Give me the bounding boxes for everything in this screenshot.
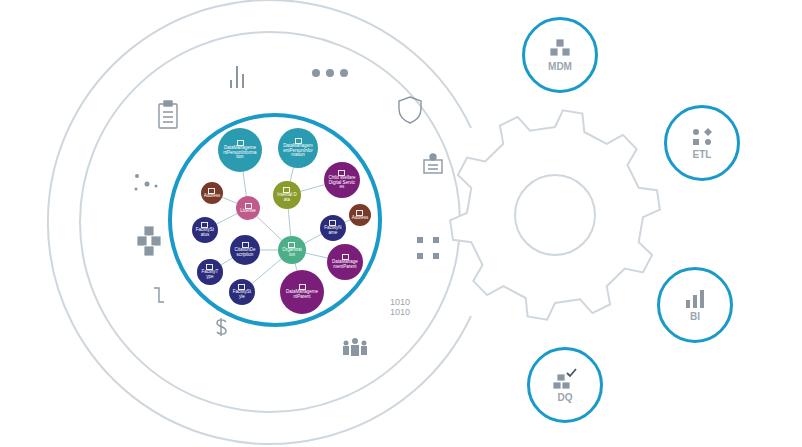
relation-stroke bbox=[290, 167, 293, 181]
entity-name: DataManagementParent bbox=[285, 290, 319, 300]
tool-circle: BI bbox=[657, 267, 733, 343]
entity-circle: License bbox=[236, 196, 260, 220]
bars-icon bbox=[231, 66, 243, 88]
entity-name: DataManagementParent bbox=[331, 260, 359, 270]
entity-name: Organization bbox=[282, 248, 302, 258]
entity-circle: Child Welfare Digital Services bbox=[324, 162, 361, 199]
relation-line bbox=[252, 259, 281, 284]
tool-icon bbox=[684, 289, 706, 309]
entity-circle: CitationDescription bbox=[230, 235, 260, 265]
entity-name: Address bbox=[203, 194, 220, 199]
relation-stroke bbox=[305, 253, 327, 258]
entity-circle: Address bbox=[349, 204, 371, 226]
entity-name: DataManagementPersonInformation bbox=[223, 146, 257, 161]
relation-line bbox=[288, 209, 291, 237]
relation-line bbox=[243, 172, 246, 196]
entity-circle: Internal Data bbox=[273, 181, 301, 209]
people-icon bbox=[343, 338, 367, 356]
tool-circle: DQ bbox=[527, 347, 603, 423]
relation-line bbox=[300, 185, 324, 192]
entity-circle: FacilityStyle bbox=[229, 279, 256, 306]
clipboard-icon bbox=[159, 101, 177, 128]
relation-line bbox=[260, 249, 278, 250]
entity-circle: DataManagementParent bbox=[327, 244, 363, 280]
relation-line bbox=[222, 197, 237, 203]
entity-circle: FacilityType bbox=[197, 259, 222, 284]
relation-line bbox=[217, 213, 237, 223]
gear-outline bbox=[450, 110, 660, 319]
entity-name: FacilityStatus bbox=[195, 228, 214, 238]
entity-circle: Organization bbox=[278, 236, 306, 264]
tool-name: ETL bbox=[693, 149, 712, 160]
shield-icon bbox=[399, 97, 421, 123]
entity-circle: FacilityName bbox=[320, 215, 347, 242]
entity-name: CitationDescription bbox=[234, 248, 257, 258]
relation-stroke bbox=[221, 258, 233, 265]
entity-name: FacilityStyle bbox=[232, 290, 251, 300]
squares-icon bbox=[417, 237, 439, 259]
tool-name: MDM bbox=[548, 61, 572, 72]
tool-circle: MDM bbox=[522, 17, 598, 93]
tool-name: DQ bbox=[558, 392, 573, 403]
scatter-icon bbox=[135, 174, 158, 191]
relation-stroke bbox=[288, 209, 291, 237]
entity-name: Internal Data bbox=[277, 193, 297, 203]
tool-icon bbox=[691, 127, 713, 147]
relation-stroke bbox=[260, 249, 278, 250]
relation-line bbox=[221, 258, 233, 265]
entity-name: Child Welfare Digital Services bbox=[328, 176, 356, 191]
certificate-icon bbox=[424, 154, 442, 173]
entity-name: DataManagementPersonInformation bbox=[283, 144, 314, 159]
tool-circle: ETL bbox=[664, 105, 740, 181]
entity-circle: DataManagementPersonInformation bbox=[278, 128, 318, 168]
entity-circle: Address bbox=[201, 182, 223, 204]
relation-line bbox=[304, 234, 321, 243]
relation-stroke bbox=[257, 216, 282, 240]
cubes-icon bbox=[137, 226, 161, 256]
relation-stroke bbox=[222, 197, 237, 203]
graph-circle bbox=[170, 115, 380, 325]
relation-line bbox=[345, 220, 350, 222]
entity-circle: DataManagementPersonInformation bbox=[218, 128, 262, 172]
relation-line bbox=[257, 216, 282, 240]
entity-circle: FacilityStatus bbox=[192, 217, 219, 244]
relation-stroke bbox=[243, 172, 246, 196]
inner-ring bbox=[80, 32, 460, 412]
ring-icons bbox=[135, 66, 443, 356]
outer-ring bbox=[48, 0, 471, 444]
dollar-icon bbox=[217, 318, 226, 336]
entity-circle: DataManagementParent bbox=[280, 270, 324, 314]
relation-line bbox=[290, 167, 293, 181]
relation-stroke bbox=[217, 213, 237, 223]
gear bbox=[450, 110, 660, 319]
entity-name: License bbox=[239, 209, 258, 214]
binary-label: 1010 1010 bbox=[390, 297, 414, 318]
relation-stroke bbox=[252, 259, 281, 284]
entity-name: Address bbox=[351, 216, 368, 221]
relation-stroke bbox=[300, 185, 324, 192]
relation-stroke bbox=[304, 234, 321, 243]
relation-stroke bbox=[345, 220, 350, 222]
relation-line bbox=[305, 253, 327, 258]
entity-name: FacilityType bbox=[201, 270, 218, 280]
gear-hole bbox=[515, 175, 595, 255]
dots-icon bbox=[312, 69, 348, 77]
tool-name: BI bbox=[690, 311, 700, 322]
entity-name: FacilityName bbox=[323, 226, 342, 236]
tool-icon bbox=[553, 368, 577, 390]
bracket-icon bbox=[154, 288, 164, 302]
tool-icon bbox=[549, 39, 571, 59]
